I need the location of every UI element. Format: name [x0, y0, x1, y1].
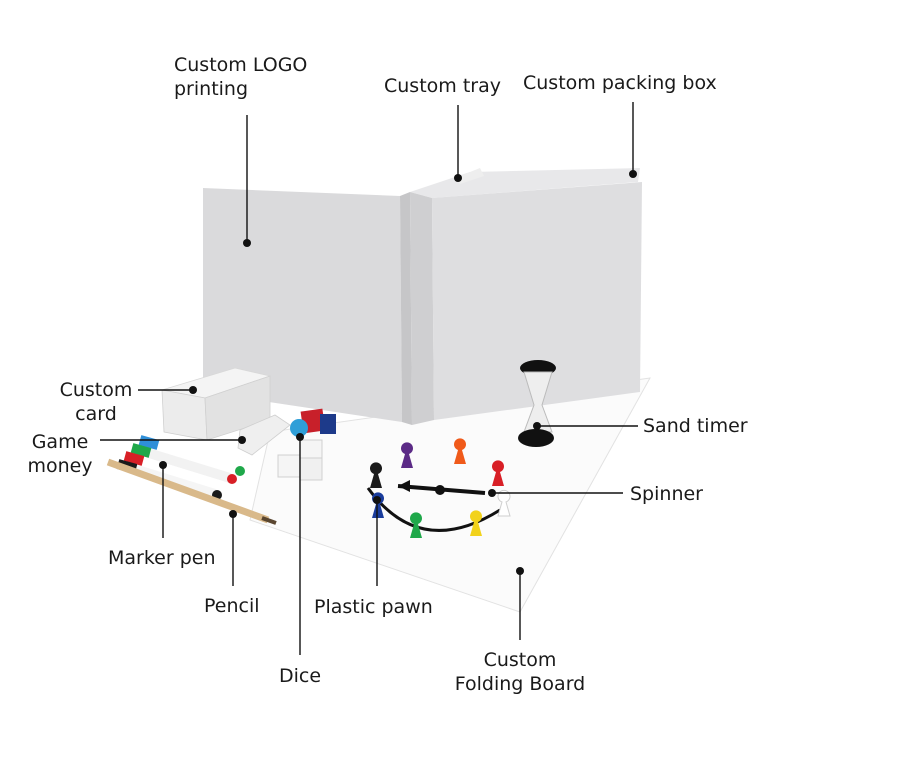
plastic-pawns — [370, 438, 511, 538]
pawn-white — [497, 489, 511, 517]
pawn-green — [410, 512, 422, 538]
pawn-black — [370, 462, 382, 488]
sand-timer-glass — [523, 371, 553, 433]
label-plastic-pawn: Plastic pawn — [314, 596, 433, 618]
spinner-arrow-head — [398, 480, 410, 492]
label-board-line-2: Folding Board — [454, 673, 586, 695]
logo-box-face — [203, 188, 402, 422]
pawn-yellow — [470, 510, 482, 536]
label-packing-box: Custom packing box — [523, 72, 717, 94]
label-logo-line-2: printing — [174, 78, 249, 100]
die-blue-round — [290, 419, 308, 437]
pencil-tip — [261, 516, 277, 525]
label-spinner: Spinner — [630, 483, 703, 505]
label-tray: Custom tray — [384, 75, 501, 97]
game-money-stack — [237, 414, 291, 456]
tray-edge — [455, 168, 484, 184]
label-marker-pen: Marker pen — [108, 547, 216, 569]
pawn-orange — [454, 438, 467, 464]
label-sand-timer: Sand timer — [643, 415, 748, 437]
logo-box-spine — [400, 192, 412, 425]
label-logo-printing: Custom LOGO printing — [174, 53, 307, 101]
label-money-line-1: Game — [31, 431, 89, 453]
spinner-center — [435, 485, 445, 495]
pencil — [106, 458, 270, 524]
label-card-line-2: card — [75, 403, 117, 425]
leader-lines — [100, 102, 638, 655]
label-pencil: Pencil — [204, 595, 260, 617]
pawn-red — [491, 460, 504, 486]
sand-timer-base — [518, 429, 554, 447]
label-board-line-1: Custom — [483, 649, 557, 671]
die-white-2 — [277, 454, 301, 478]
pawn-purple — [401, 442, 413, 468]
label-game-money: Game money — [24, 430, 96, 478]
leader-dots — [159, 170, 637, 575]
die-white-3 — [299, 457, 323, 481]
card-stack-front — [161, 389, 208, 441]
packing-box-face — [432, 182, 642, 420]
die-blue — [320, 414, 336, 434]
label-logo-line-1: Custom LOGO — [174, 54, 308, 76]
label-folding-board: Custom Folding Board — [444, 648, 596, 696]
packing-box-side — [410, 192, 434, 425]
label-money-line-2: money — [27, 455, 93, 477]
label-card-line-1: Custom — [59, 379, 133, 401]
label-card: Custom card — [57, 378, 135, 426]
label-dice: Dice — [279, 665, 322, 687]
